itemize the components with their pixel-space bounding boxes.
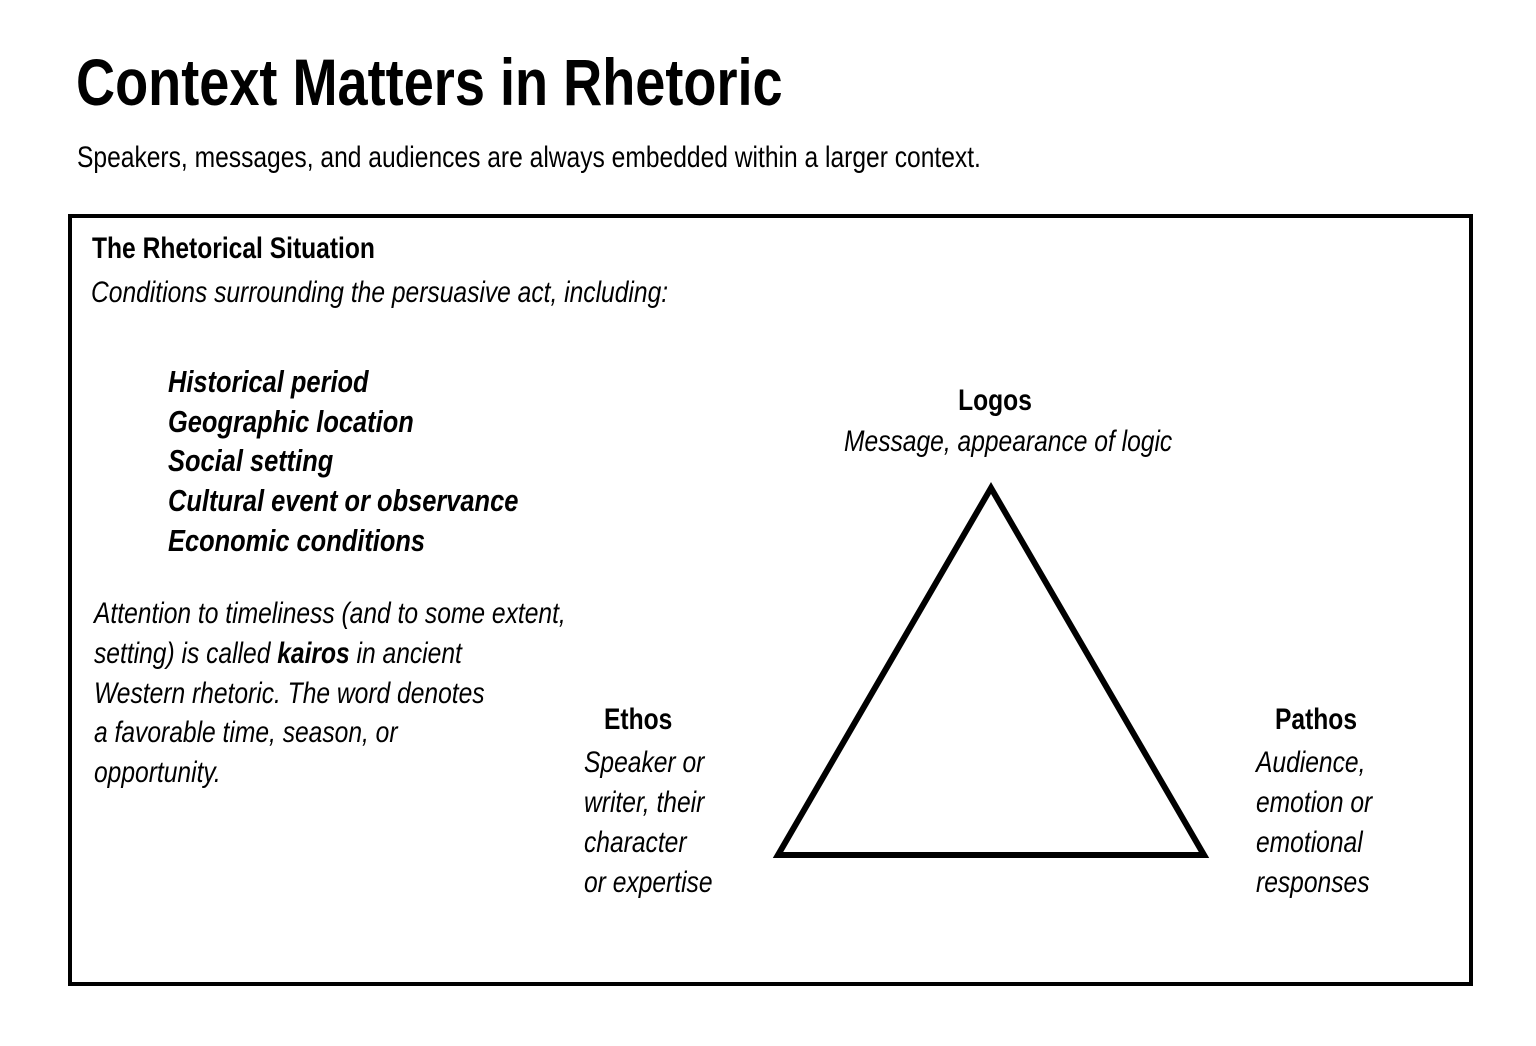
kairos-term: kairos (277, 636, 350, 670)
factor-item: Social setting (168, 443, 334, 479)
rhetorical-situation-frame (68, 214, 1473, 986)
factor-item: Geographic location (168, 403, 414, 439)
factor-item: Historical period (168, 364, 369, 399)
page-title: Context Matters in Rhetoric (76, 45, 783, 119)
rhetorical-triangle (772, 482, 1210, 858)
logos-title: Logos (958, 384, 1032, 417)
pathos-title: Pathos (1275, 703, 1358, 736)
ethos-description: Speaker or writer, their character or ex… (584, 746, 713, 899)
situation-heading: The Rhetorical Situation (92, 232, 375, 265)
ethos-title: Ethos (604, 703, 673, 736)
kairos-note: Attention to timeliness (and to some ext… (94, 597, 566, 790)
factor-item: Economic conditions (168, 522, 426, 558)
factor-item: Cultural event or observance (168, 483, 519, 519)
pathos-description: Audience, emotion or emotional responses (1256, 746, 1373, 899)
situation-description: Conditions surrounding the persuasive ac… (91, 276, 669, 309)
page-subtitle: Speakers, messages, and audiences are al… (77, 141, 981, 174)
logos-description: Message, appearance of logic (844, 425, 1173, 458)
context-factors-list: Historical period Geographic location So… (168, 362, 595, 561)
